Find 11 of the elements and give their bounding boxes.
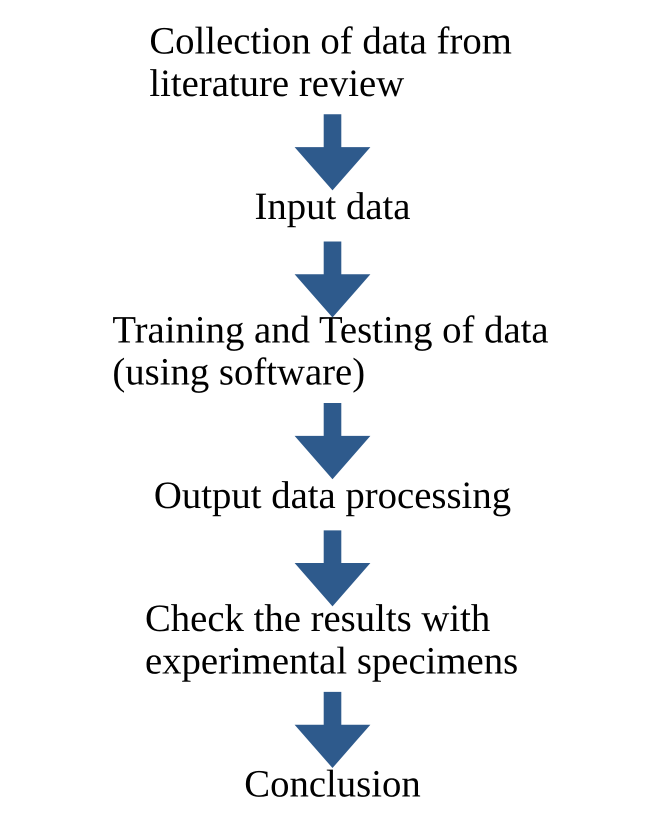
node-text: Output data processing: [154, 474, 512, 517]
arrow: [294, 114, 370, 190]
arrow: [294, 692, 370, 768]
node-text: Input data: [254, 185, 410, 228]
arrow: [294, 403, 370, 480]
arrow: [294, 242, 370, 318]
arrow: [294, 530, 370, 606]
node-text: Training and Testing of data (using software): [112, 308, 549, 394]
node-text: Collection of data from literature review: [149, 20, 512, 105]
node-text: Check the results with experimental specimens: [144, 597, 518, 682]
node-text: Conclusion: [244, 762, 421, 806]
